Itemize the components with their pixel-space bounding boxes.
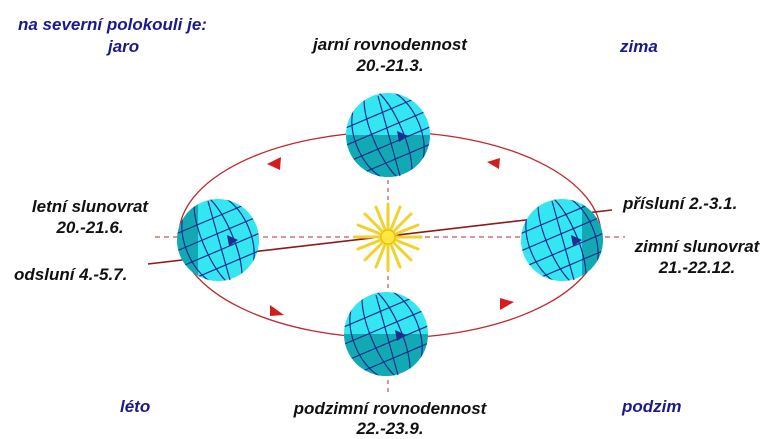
autumn-equinox-date: 22.-23.9.: [356, 419, 424, 438]
hemisphere-title: na severní polokouli je:: [18, 15, 207, 34]
summer-solstice-name: letní slunovrat: [31, 197, 149, 216]
season-spring-label: jaro: [108, 37, 140, 56]
spring-equinox-date: 20.-21.3.: [356, 56, 424, 75]
season-winter-label: zima: [620, 37, 658, 56]
earth-globe-left: [177, 199, 259, 281]
season-autumn-label: podzim: [622, 397, 682, 416]
orbit-arrow-bottom-right: [500, 298, 514, 310]
sun: [353, 202, 423, 272]
winter-solstice-date: 21.-22.12.: [658, 258, 736, 277]
autumn-equinox-name: podzimní rovnodennost: [293, 399, 487, 418]
winter-solstice-name: zimní slunovrat: [634, 237, 760, 256]
season-summer-label: léto: [120, 397, 151, 416]
aphelion-label: odsluní 4.-5.7.: [14, 265, 128, 284]
spring-equinox-name: jarní rovnodennost: [313, 35, 467, 54]
orbit-arrow-bottom-left: [270, 305, 284, 316]
perihelion-label: přísluní 2.-3.1.: [623, 194, 738, 213]
earth-globe-top: [346, 93, 430, 177]
orbit-arrow-top-right: [487, 158, 500, 169]
orbit-arrow-top-left: [267, 157, 281, 170]
summer-solstice-date: 20.-21.6.: [56, 218, 124, 237]
